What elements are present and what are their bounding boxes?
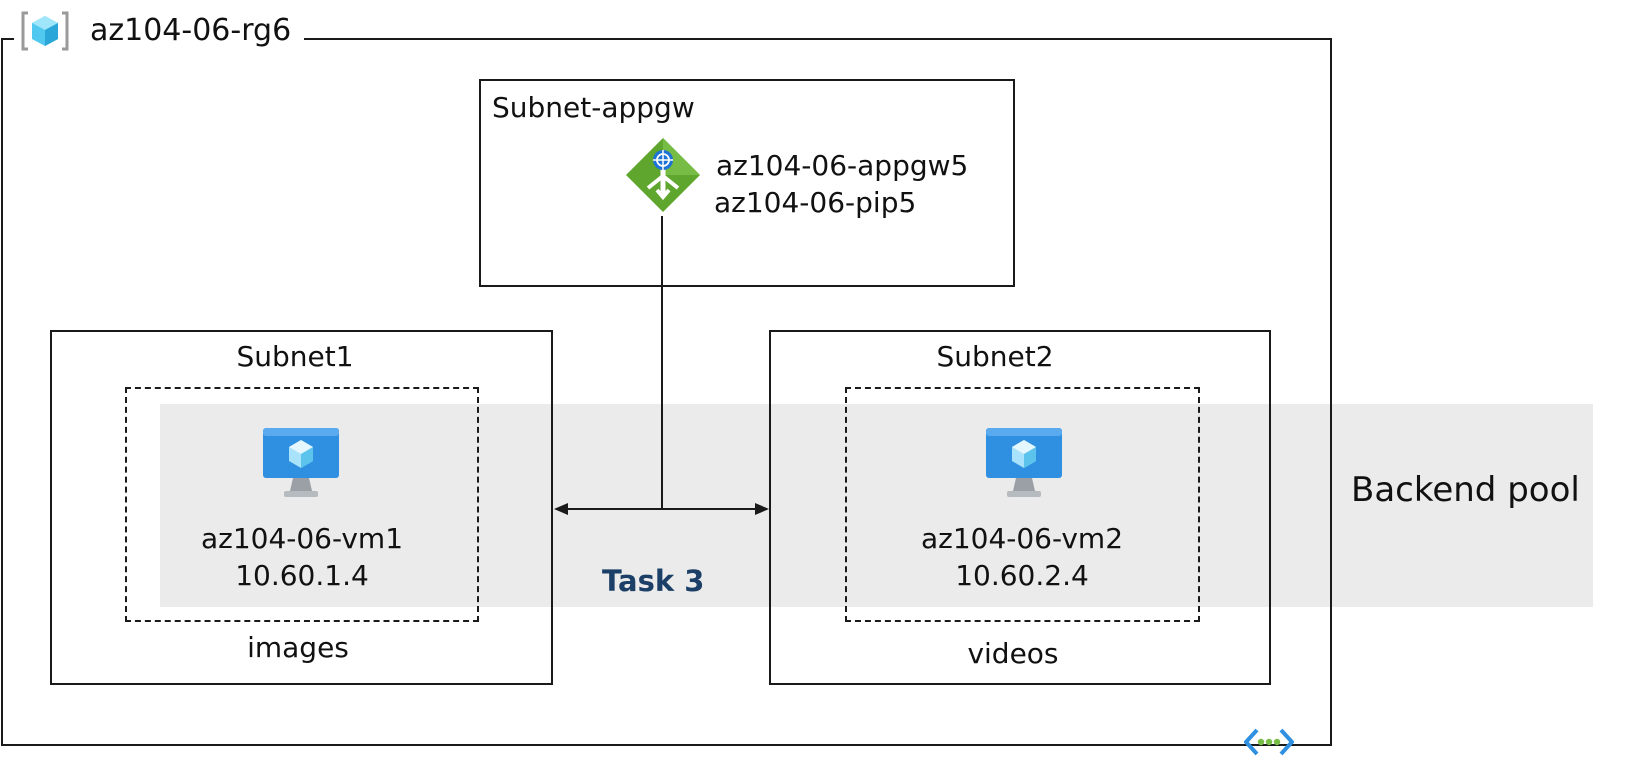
public-ip-name: az104-06-pip5 (714, 186, 917, 219)
subnet1-pool-path: images (247, 631, 349, 664)
resource-group-name: az104-06-rg6 (90, 13, 292, 48)
resource-group-icon (20, 10, 70, 52)
vm2-ip: 10.60.2.4 (955, 559, 1089, 592)
application-gateway-icon (624, 136, 702, 214)
subnet2-box (769, 330, 1271, 685)
vm2-name: az104-06-vm2 (920, 522, 1124, 555)
subnet1-box (50, 330, 553, 685)
vm1-icon (262, 427, 340, 499)
backend-pool-label: Backend pool (1351, 470, 1580, 510)
backend-pool-band (160, 404, 1593, 607)
subnet1-pool-path-box (125, 387, 479, 622)
subnet2-pool-path-box (845, 387, 1200, 622)
vm2-icon (985, 427, 1063, 499)
virtual-network-icon (1243, 727, 1295, 757)
app-gateway-name: az104-06-appgw5 (716, 149, 969, 182)
subnet1-label: Subnet1 (236, 340, 354, 373)
subnet2-pool-path: videos (967, 637, 1059, 670)
subnet-appgw-label: Subnet-appgw (492, 91, 695, 124)
subnet2-label: Subnet2 (936, 340, 1054, 373)
subnet-appgw-box (479, 79, 1015, 287)
vm1-ip: 10.60.1.4 (235, 559, 369, 592)
vm1-name: az104-06-vm1 (200, 522, 404, 555)
task-label: Task 3 (602, 564, 705, 598)
resource-group-box (1, 38, 1332, 746)
